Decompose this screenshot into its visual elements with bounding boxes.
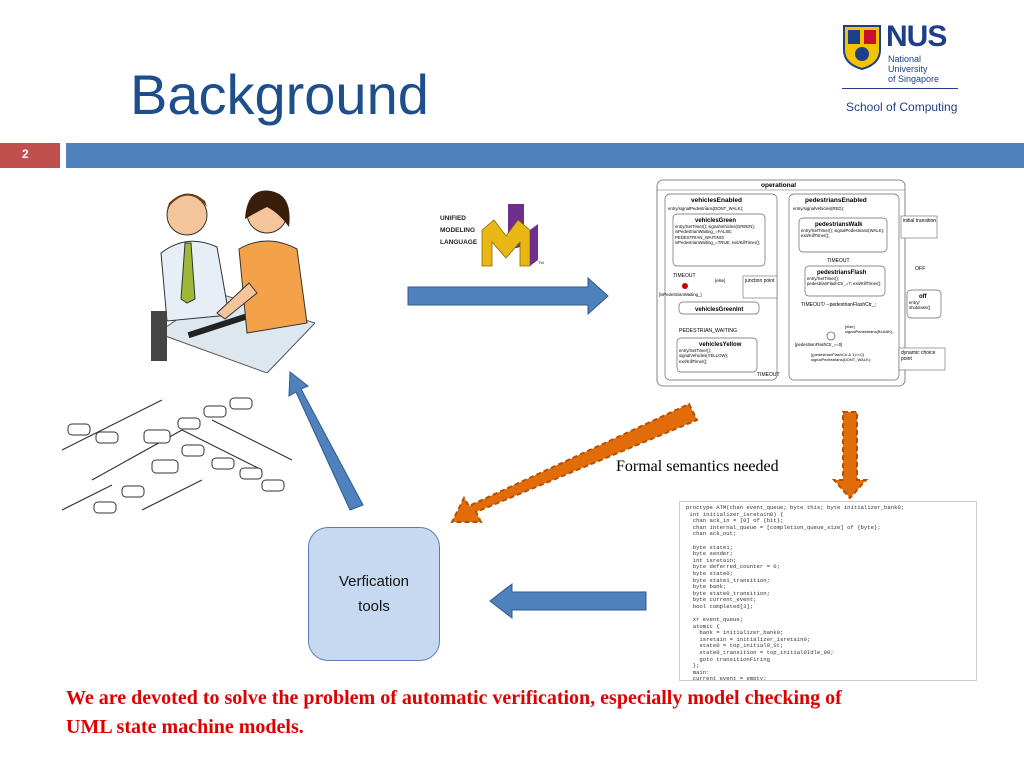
sm-green: vehiclesGreen — [695, 218, 736, 224]
sm-ped-waiting: PEDESTRIAN_WAITING — [679, 328, 737, 334]
sm-flash-body: entry/SetTimer(); pedestrianFlashCtr_=7;… — [807, 276, 882, 287]
bottom-statement: We are devoted to solve the problem of a… — [66, 687, 842, 738]
uml-logo-line2: MODELING — [440, 227, 476, 234]
page-number-band — [0, 143, 60, 168]
nus-subtitle-line2: of Singapore — [888, 74, 940, 84]
slide-title: Background — [130, 63, 429, 126]
sm-off-label: OFF — [915, 266, 925, 272]
nus-subtitle: National University of Singapore — [888, 54, 962, 84]
sm-walk: pedestriansWalk — [815, 222, 863, 228]
uml-logo-line3: LANGUAGE — [440, 239, 478, 246]
title-divider-band — [66, 143, 1024, 168]
nus-wordmark: NUS — [886, 20, 947, 53]
sm-guard-2: [pedestrianFlashCtr_==0] — [795, 342, 842, 347]
arrow-tools-to-designers — [288, 371, 364, 511]
sm-green-body: entry/SetTimer(); signalVehicles(GREEN);… — [675, 224, 761, 246]
sm-timeout-flash: TIMEOUT/ --pedestrianFlashCtr_; — [801, 302, 877, 308]
sm-initial: initial transition — [903, 218, 937, 224]
arrow-to-state-machine — [407, 276, 609, 316]
sm-yellow-body: entry/SetTimer(); signalVehicles(YELLOW)… — [679, 348, 729, 364]
uml-trademark: TM — [538, 260, 544, 265]
arrow-code-to-tools — [489, 582, 647, 620]
uml-m-icon — [481, 204, 538, 267]
page-number: 2 — [22, 147, 29, 161]
sm-timeout-1: TIMEOUT — [673, 273, 696, 279]
sm-else-2: [else] signalPedestrians(BLANK); — [845, 324, 894, 334]
sm-flash: pedestriansFlash — [817, 270, 867, 276]
formal-semantics-label: Formal semantics needed — [616, 458, 779, 475]
nus-logo: NUS National University of Singapore Sch… — [842, 20, 962, 122]
sm-else-1: [else] — [715, 278, 725, 283]
state-machine-diagram: operational vehiclesEnabled entry/signal… — [656, 179, 946, 387]
sm-junction: junction point — [745, 278, 775, 284]
sm-right-region: pedestriansEnabled — [805, 197, 867, 204]
uml-logo: UNIFIED MODELING LANGUAGE TM — [440, 200, 552, 272]
sm-dynamic: dynamic choice point — [901, 350, 936, 362]
promela-code-snippet: proctype ATM(chan event_queue; byte this… — [680, 502, 976, 680]
sm-off-body: entry/ shutdown() — [909, 300, 931, 311]
sm-guard-3: [(pedestrianFlashCtr & 1)==0] signalPede… — [811, 352, 872, 362]
school-name: School of Computing — [846, 100, 958, 114]
verification-tools-box: Verfication tools — [308, 527, 440, 661]
sm-left-region: vehiclesEnabled — [691, 197, 742, 204]
sm-timeout-2: TIMEOUT — [827, 258, 850, 264]
sm-off-state: off — [919, 294, 928, 300]
sm-left-entry: entry/signalPedestrians(DONT_WALK); — [668, 206, 743, 211]
logo-divider — [842, 88, 958, 89]
nus-subtitle-line1: National University — [888, 54, 928, 74]
nus-crest-icon — [843, 25, 881, 70]
sm-walk-body: entry/SetTimer(); signalPedestrians(WALK… — [801, 228, 885, 239]
sm-yellow: vehiclesYellow — [699, 342, 742, 348]
sm-timeout-3: TIMEOUT — [757, 372, 780, 378]
uml-logo-line1: UNIFIED — [440, 215, 466, 222]
engineers-illustration — [151, 190, 315, 373]
sm-outer-label: operational — [761, 182, 796, 189]
sm-green-int: vehiclesGreenInt — [695, 307, 743, 313]
sm-right-entry: entry/signalVehicles(RED); — [793, 206, 844, 211]
verification-tools-label: Verfication tools — [338, 573, 410, 615]
sm-guard-1: [isPedestrianWaiting_] — [659, 292, 702, 297]
uml-logo-text: UNIFIED MODELING LANGUAGE — [440, 213, 477, 249]
arrow-to-code — [831, 411, 869, 500]
traffic-intersection-illustration — [62, 397, 292, 514]
